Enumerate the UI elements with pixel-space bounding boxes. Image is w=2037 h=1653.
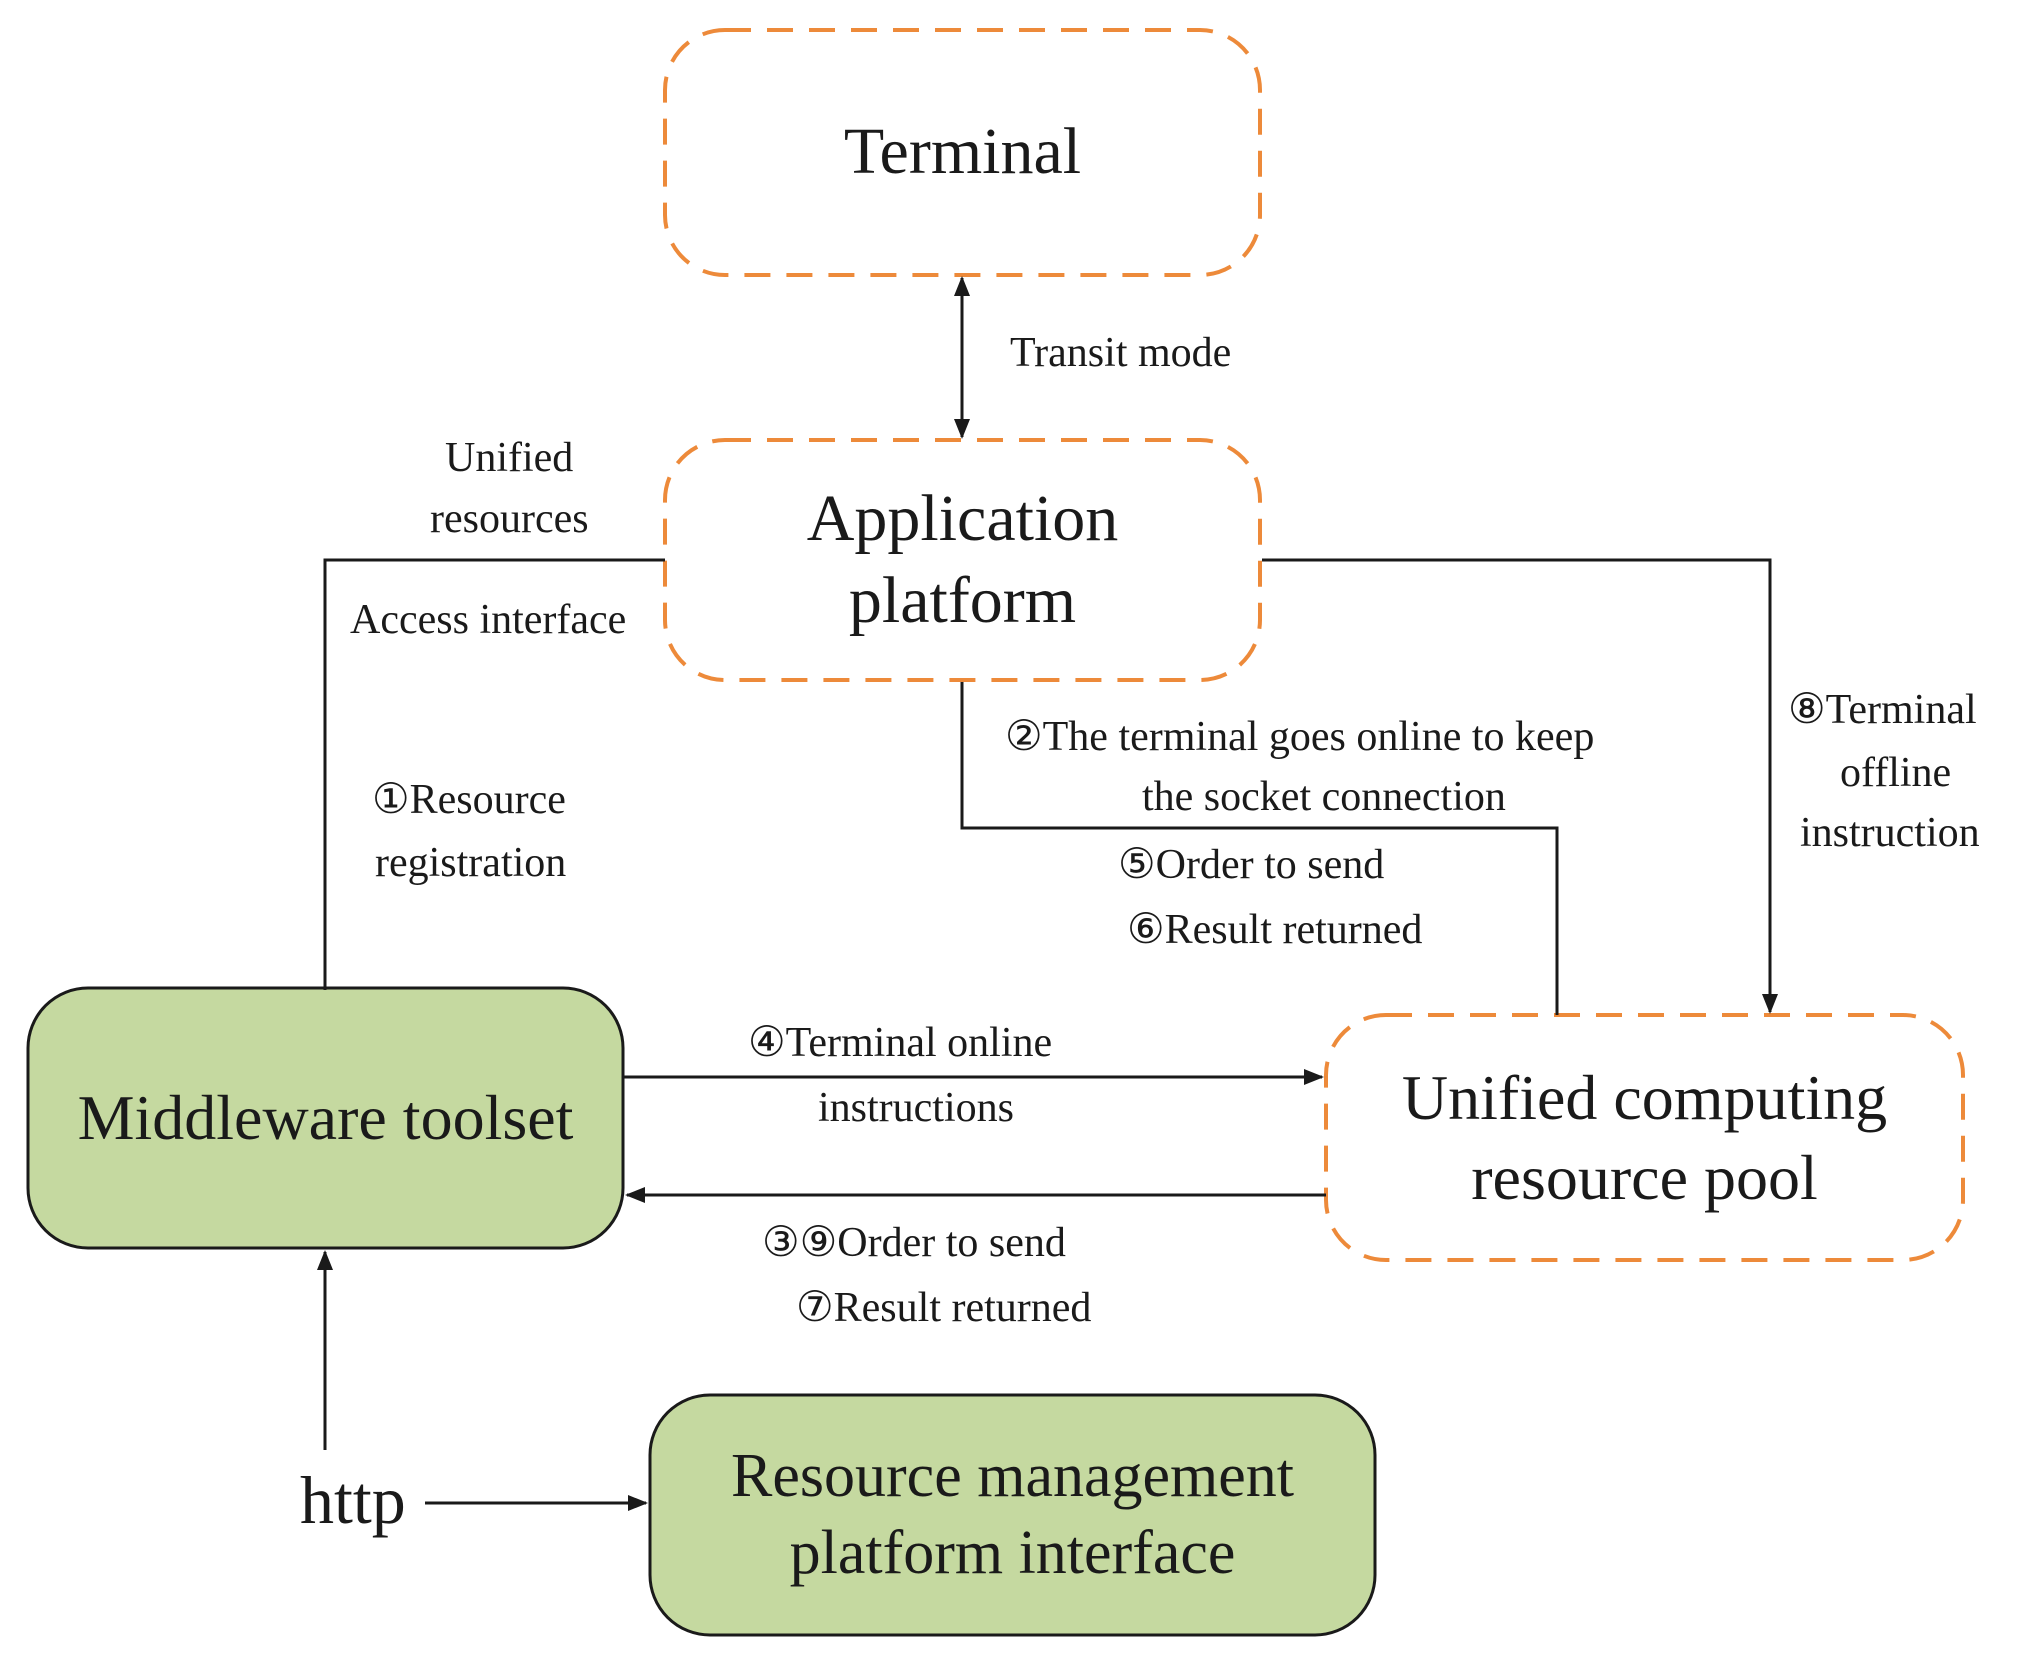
resource-mgmt-label: Resource management platform interface [650,1395,1375,1635]
application-platform-node [663,438,1262,682]
edge-terminal-offline [1262,558,1778,1014]
unified-pool-label-line2: resource pool [1471,1141,1818,1213]
terminal-node [663,28,1262,277]
application-platform-label: Application platform [665,440,1260,680]
socket-connection-label-line1: ②The terminal goes online to keep [1005,714,1595,760]
unified-pool-label-line1: Unified computing [1401,1061,1888,1133]
terminal-offline-label-line3: instruction [1800,810,1980,856]
transit-mode-label: Transit mode [1010,330,1232,376]
application-platform-label-line2: platform [848,564,1077,637]
application-platform-label-line1: Application [806,481,1119,555]
unified-pool-label: Unified computing resource pool [1326,1015,1963,1260]
edge-resource-registration [323,558,665,990]
resource-mgmt-label-line2: platform interface [789,1519,1236,1587]
result-returned-7-label: ⑦Result returned [796,1285,1092,1331]
order-send-39-label: ③⑨Order to send [762,1220,1066,1266]
unified-resources-label-line2: resources [430,496,589,542]
unified-resources-label-line1: Unified [445,435,574,481]
edge-socket-connection [960,682,1559,1015]
access-interface-label: Access interface [350,597,627,643]
terminal-label: Terminal [665,30,1260,275]
order-send-5-label: ⑤Order to send [1118,842,1385,888]
resource-registration-label-line2: registration [375,840,567,886]
result-returned-6-label: ⑥Result returned [1127,907,1423,953]
terminal-online-instructions-label-line2: instructions [818,1085,1014,1131]
middleware-toolset-label: Middleware toolset [28,988,623,1248]
http-label: http [300,1462,406,1538]
terminal-offline-label-line1: ⑧Terminal [1788,687,1977,733]
terminal-offline-label-line2: offline [1840,750,1952,796]
terminal-label-line: Terminal [843,115,1082,189]
unified-pool-node [1324,1013,1965,1262]
resource-mgmt-label-line1: Resource management [731,1441,1294,1510]
resource-registration-label-line1: ①Resource [372,777,566,823]
resource-mgmt-node [648,1393,1377,1637]
terminal-online-instructions-label-line1: ④Terminal online [748,1020,1053,1066]
middleware-toolset-label-line: Middleware toolset [77,1082,574,1153]
socket-connection-label-line2: the socket connection [1142,774,1506,820]
